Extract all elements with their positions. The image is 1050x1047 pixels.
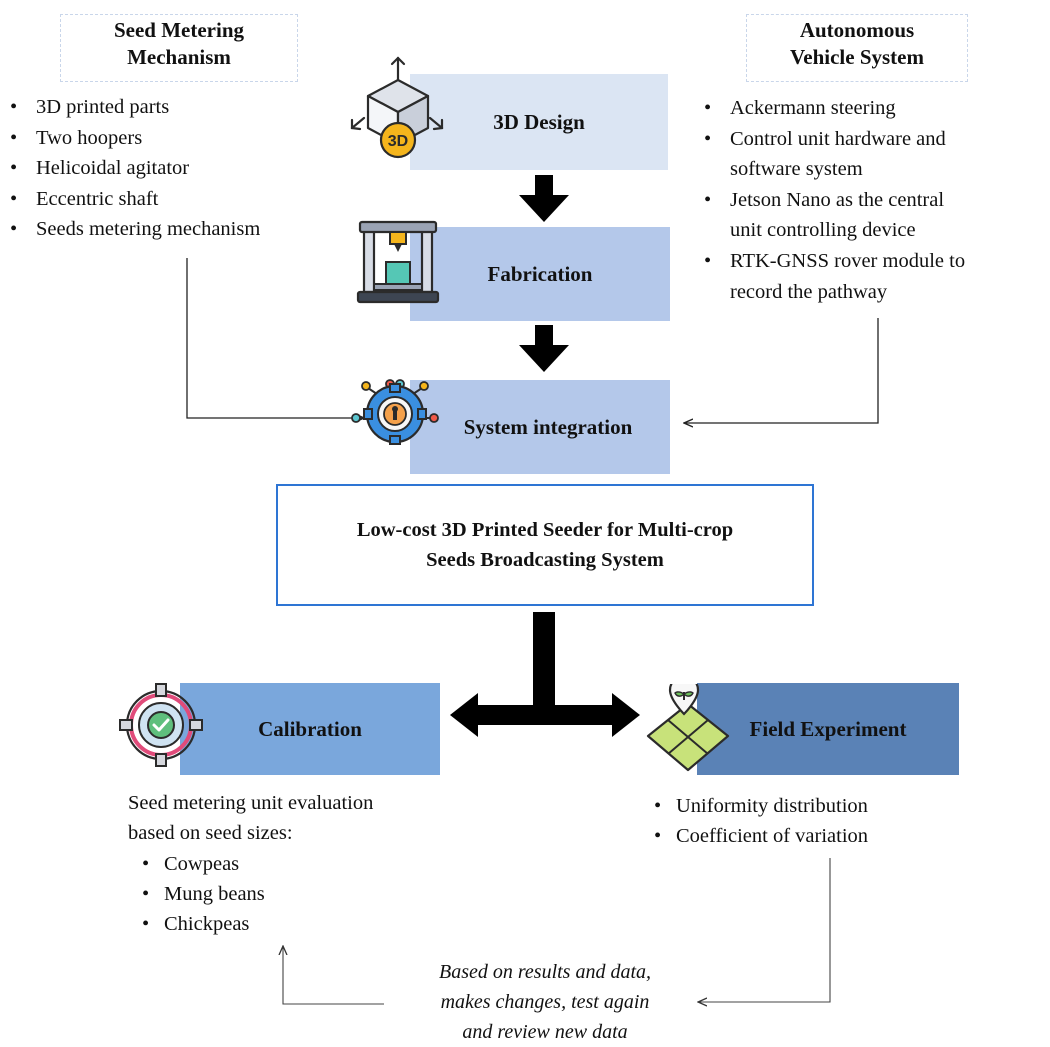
autonomous-vehicle-heading: Autonomous Vehicle System bbox=[746, 14, 968, 82]
stage-system-integration: System integration bbox=[410, 380, 670, 474]
seed-metering-heading: Seed Metering Mechanism bbox=[60, 14, 298, 82]
stage-fabrication: Fabrication bbox=[410, 227, 670, 321]
list-item: Eccentric shaft bbox=[6, 184, 356, 215]
connector-vehicle-to-integration bbox=[684, 318, 879, 423]
connector-seed-metering-to-integration bbox=[186, 258, 364, 418]
system-integration-icon bbox=[351, 379, 439, 445]
autonomous-vehicle-list: Ackermann steering Control unit hardware… bbox=[700, 93, 1050, 307]
3d-design-icon: 3D bbox=[350, 56, 444, 159]
list-item: 3D printed parts bbox=[6, 92, 356, 123]
thick-arrow-fabrication-to-integration bbox=[519, 325, 569, 372]
list-item: Uniformity distribution bbox=[652, 791, 972, 821]
list-item: Two hoopers bbox=[6, 123, 356, 154]
list-item: Coefficient of variation bbox=[652, 821, 972, 851]
central-system-box: Low-cost 3D Printed Seeder for Multi-cro… bbox=[276, 484, 814, 606]
list-item: Mung beans bbox=[140, 879, 360, 909]
list-item: Cowpeas bbox=[140, 849, 360, 879]
feedback-note: Based on results and data, makes changes… bbox=[438, 961, 652, 1043]
stage-calibration: Calibration bbox=[180, 683, 440, 775]
list-item: Seeds metering mechanism bbox=[6, 214, 356, 245]
3d-printer-icon bbox=[356, 220, 440, 304]
seed-metering-list: 3D printed parts Two hoopers Helicoidal … bbox=[6, 92, 356, 245]
stage-3d-design: 3D Design bbox=[410, 74, 668, 170]
3d-badge-label: 3D bbox=[388, 133, 408, 150]
calibration-notes: Seed metering unit evaluation based on s… bbox=[128, 792, 374, 844]
split-arrow-calibration-field bbox=[450, 612, 640, 737]
stage-field-experiment: Field Experiment bbox=[697, 683, 959, 775]
list-item: Chickpeas bbox=[140, 909, 360, 939]
feedback-from-field bbox=[698, 858, 831, 1002]
list-item: Helicoidal agitator bbox=[6, 153, 356, 184]
list-item: Ackermann steering bbox=[700, 93, 1050, 124]
thick-arrow-design-to-fabrication bbox=[519, 175, 569, 222]
seed-size-list: Cowpeas Mung beans Chickpeas bbox=[140, 849, 360, 939]
field-metrics-list: Uniformity distribution Coefficient of v… bbox=[652, 791, 972, 851]
target-check-icon bbox=[119, 683, 203, 767]
field-map-icon bbox=[646, 684, 730, 772]
feedback-to-calibration bbox=[283, 946, 384, 1005]
